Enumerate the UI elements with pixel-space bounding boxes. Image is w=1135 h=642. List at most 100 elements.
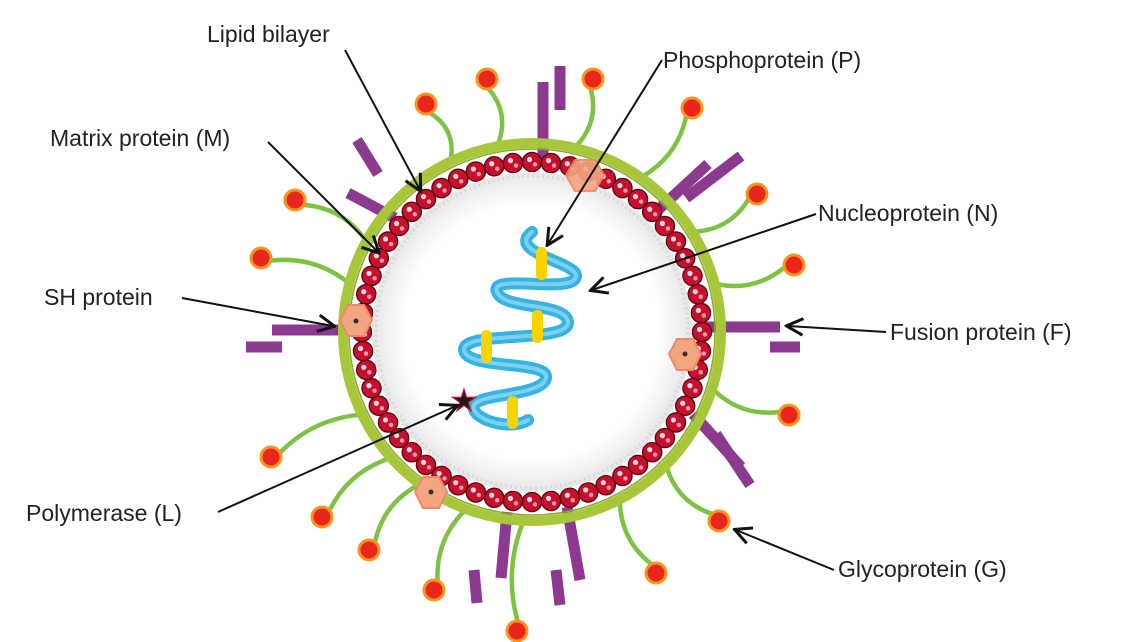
matrix-bead-highlight [600,480,606,486]
matrix-bead-highlight [470,166,476,172]
matrix-protein-bead [577,482,599,503]
matrix-protein-bead [361,377,382,399]
matrix-protein-bead [465,482,487,503]
matrix-bead-highlight [406,206,412,212]
matrix-bead-highlight [647,206,653,212]
hexagon-icon [413,476,449,509]
matrix-bead-highlight [659,220,666,227]
matrix-bead-highlight [388,241,394,247]
matrix-bead-highlight [494,498,500,503]
lollipop-icon [505,619,529,642]
matrix-bead-highlight [680,400,686,406]
glycoprotein-stem [712,388,782,415]
matrix-protein-bead [401,441,423,463]
matrix-bead-highlight [676,422,682,428]
matrix-bead-highlight [632,459,639,466]
matrix-bead-highlight [382,236,389,242]
glycoprotein-stem [268,257,350,284]
matrix-protein-bead [447,474,469,496]
arrow-fusion-protein [788,326,887,332]
matrix-bead-highlight [406,447,412,453]
matrix-bead-highlight [701,351,707,356]
matrix-protein-bead [559,487,581,509]
matrix-bead-highlight [551,163,557,168]
matrix-protein-bead [654,427,676,449]
lollipop-icon [422,578,446,602]
matrix-bead-highlight [507,157,514,164]
matrix-bead-highlight [399,438,405,443]
matrix-bead-highlight [379,258,385,263]
matrix-bead-highlight [545,157,552,164]
phosphoprotein-marker [507,396,518,429]
matrix-bead-highlight [647,447,653,453]
lollipop-icon [414,92,438,116]
matrix-bead-highlight [476,171,482,177]
matrix-bead-highlight [687,383,693,389]
matrix-bead-highlight [399,226,405,231]
glycoprotein-stem [574,86,596,148]
matrix-bead-highlight [436,470,442,477]
hexagon-icon [667,338,703,371]
glycoprotein-stem [372,483,420,545]
matrix-bead-highlight [373,253,379,259]
matrix-bead-highlight [702,332,708,337]
matrix-bead-highlight [453,173,459,179]
matrix-bead-highlight [685,258,691,263]
matrix-bead-highlight [489,492,495,498]
matrix-protein-bead [483,487,505,509]
matrix-bead-highlight [638,199,644,204]
matrix-protein-bead [612,465,633,487]
matrix-bead-highlight [680,253,686,259]
label-polymerase: Polymerase (L) [26,500,182,526]
matrix-bead-highlight [698,370,703,375]
matrix-protein-bead [377,412,399,433]
glycoprotein-stem [664,466,715,517]
matrix-bead-highlight [372,388,377,393]
matrix-bead-highlight [382,417,389,423]
matrix-bead-highlight [551,501,557,506]
labels: Lipid bilayer Matrix protein (M) SH prot… [26,21,1072,582]
matrix-protein-bead [627,188,649,210]
matrix-protein-bead [540,490,562,512]
matrix-bead-highlight [623,188,628,193]
matrix-bead-highlight [393,220,400,227]
glycoprotein-stem [617,500,654,567]
matrix-bead-highlight [372,276,377,281]
arrow-matrix-protein [267,141,378,252]
nucleoprotein-helix [450,226,582,431]
label-fusion-protein: Fusion protein (F) [890,319,1072,345]
glycoprotein-stem [693,196,751,234]
lollipop-icon [283,188,307,212]
matrix-bead-highlight [606,179,611,184]
matrix-bead-highlight [698,294,703,299]
matrix-protein-bead [521,151,543,173]
matrix-protein-bead [355,359,377,381]
matrix-bead-highlight [388,422,394,428]
matrix-protein-bead [612,177,633,199]
arrow-phosphoprotein [548,59,663,244]
matrix-bead-highlight [583,487,589,493]
matrix-bead-highlight [367,294,372,299]
bracket-icon [682,151,745,203]
matrix-bead-highlight [693,388,698,393]
interior-speckle-ring [374,174,690,490]
matrix-bead-highlight [532,162,538,167]
arrow-sh-protein [181,297,333,326]
matrix-bead-highlight [617,182,623,189]
lollipop-icon [259,445,283,469]
matrix-protein-bead [483,155,505,177]
matrix-protein-bead [627,454,649,476]
matrix-bead-highlight [693,276,698,281]
matrix-bead-highlight [363,351,369,356]
matrix-protein-bead [431,177,452,199]
matrix-bead-highlight [685,406,691,411]
lollipop-icon [310,505,334,529]
arrow-glycoprotein [736,530,835,571]
matrix-protein-bead [502,490,524,512]
matrix-bead-highlight [367,370,372,375]
lollipop-icon [777,403,801,427]
lipid-bilayer [338,138,726,526]
matrix-bead-highlight [564,492,570,498]
arrow-nucleoprotein [592,213,817,290]
phosphoprotein-marker [536,247,547,280]
